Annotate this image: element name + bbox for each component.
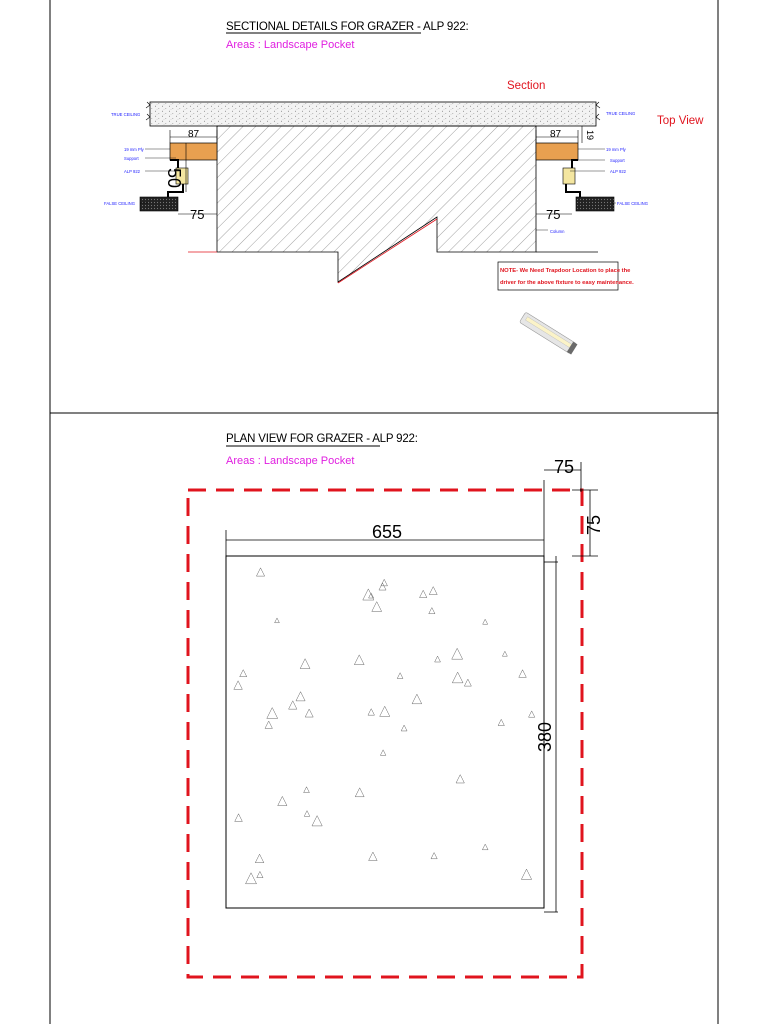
speckle-mark: [428, 606, 436, 615]
speckle-mark: [419, 589, 428, 598]
fixture-product-image: [519, 312, 578, 355]
speckle-mark: [234, 813, 243, 822]
section-title: SECTIONAL DETAILS FOR GRAZER - ALP 922:: [226, 21, 469, 33]
plan-dim-offset-y: 75: [584, 515, 604, 535]
right-label-column: Column: [550, 229, 565, 234]
speckle-mark: [411, 693, 423, 705]
speckle-mark: [354, 787, 365, 798]
speckle-mark: [482, 618, 489, 625]
left-label-alp: ALP 922: [124, 169, 141, 174]
speckle-mark: [400, 724, 408, 732]
speckle-mark: [233, 680, 243, 690]
speckle-mark: [379, 749, 387, 756]
plan-title: PLAN VIEW FOR GRAZER - ALP 922:: [226, 433, 418, 445]
section-label: Section: [507, 80, 545, 92]
speckle-mark: [528, 710, 536, 718]
speckle-mark: [254, 853, 265, 864]
speckle-mark: [299, 658, 311, 669]
speckle-mark: [239, 669, 248, 678]
fixture-speckles: [233, 567, 536, 885]
speckle-mark: [311, 815, 323, 827]
speckle-mark: [256, 567, 266, 577]
speckle-mark: [353, 654, 365, 665]
right-ply: [535, 142, 579, 161]
speckle-mark: [497, 718, 505, 726]
speckle-mark: [367, 708, 375, 716]
speckle-mark: [303, 810, 311, 817]
fixture-plan: [225, 555, 545, 909]
left-dim-50: 50: [164, 168, 184, 188]
plan-dim-width: 655: [372, 522, 402, 542]
plan-dim-offset-x: 75: [554, 457, 574, 477]
left-fixture: 87 50 75 TRUE CEILING 19 mm Ply Support …: [104, 112, 218, 222]
speckle-mark: [368, 592, 375, 599]
speckle-mark: [430, 851, 438, 860]
speckle-mark: [428, 586, 438, 595]
left-label-false-ceiling: FALSE CEILING: [104, 201, 135, 206]
plan-subtitle: Areas : Landscape Pocket: [226, 455, 354, 467]
speckle-mark: [451, 671, 464, 684]
right-false-ceiling: [575, 196, 615, 212]
speckle-mark: [266, 706, 279, 719]
left-label-support: Support: [124, 156, 140, 161]
speckle-mark: [264, 720, 273, 729]
section-detail: SECTIONAL DETAILS FOR GRAZER - ALP 922: …: [104, 21, 704, 355]
left-dim-87: 87: [188, 129, 200, 140]
speckle-mark: [371, 601, 383, 612]
right-label-true-ceiling: TRUE CEILING: [606, 111, 635, 116]
speckle-mark: [303, 786, 310, 793]
speckle-mark: [463, 678, 472, 687]
speckle-mark: [362, 588, 375, 601]
left-dim-75: 75: [190, 207, 204, 222]
right-dim-19: 19: [585, 130, 595, 140]
speckle-mark: [434, 655, 441, 663]
true-ceiling-slab: [149, 101, 597, 127]
speckle-mark: [368, 851, 378, 861]
left-label-true-ceiling: TRUE CEILING: [111, 112, 140, 117]
pocket-outline-dashed: [186, 488, 584, 979]
right-label-alp: ALP 922: [610, 169, 627, 174]
note-box: NOTE- We Need Trapdoor Location to place…: [497, 261, 634, 291]
right-label-ply: 19 mm Ply: [606, 147, 627, 152]
speckle-mark: [274, 617, 280, 624]
note-line1: We Need Trapdoor Location to place the: [520, 268, 631, 274]
left-false-ceiling: [139, 196, 179, 212]
right-fixture: 87 19 75 TRUE CEILING 19 mm Ply Support …: [535, 111, 648, 234]
sheet-frame: [49, 0, 719, 1024]
section-subtitle: Areas : Landscape Pocket: [226, 39, 354, 51]
speckle-mark: [518, 669, 527, 678]
plan-dim-height: 380: [535, 722, 555, 752]
plan-view: PLAN VIEW FOR GRAZER - ALP 922: Areas : …: [186, 433, 604, 979]
left-label-ply: 19 mm Ply: [124, 147, 145, 152]
speckle-mark: [295, 691, 306, 702]
right-label-false-ceiling: FALSE CEILING: [617, 201, 648, 206]
column-hatch: [216, 125, 537, 283]
speckle-mark: [520, 868, 533, 880]
speckle-mark: [455, 774, 465, 784]
speckle-mark: [481, 843, 489, 851]
speckle-mark: [288, 700, 298, 710]
speckle-mark: [304, 708, 314, 718]
right-label-support: Support: [610, 158, 626, 163]
speckle-mark: [379, 705, 391, 717]
speckle-mark: [396, 672, 404, 679]
speckle-mark: [277, 795, 288, 806]
left-ply: [169, 142, 218, 161]
speckle-mark: [256, 870, 264, 878]
speckle-mark: [501, 650, 508, 657]
svg-text:NOTE- We Need Trapdoor: NOTE- We Need Trapdoor Location to place…: [500, 268, 631, 274]
speckle-mark: [378, 582, 387, 591]
note-prefix: NOTE-: [500, 268, 518, 274]
speckle-mark: [245, 872, 257, 885]
right-dim-75: 75: [546, 207, 560, 222]
right-dim-87: 87: [550, 129, 562, 140]
note-line2: driver for the above fixture to easy mai…: [500, 280, 634, 286]
speckle-mark: [451, 647, 464, 660]
top-view-label: Top View: [657, 115, 704, 127]
